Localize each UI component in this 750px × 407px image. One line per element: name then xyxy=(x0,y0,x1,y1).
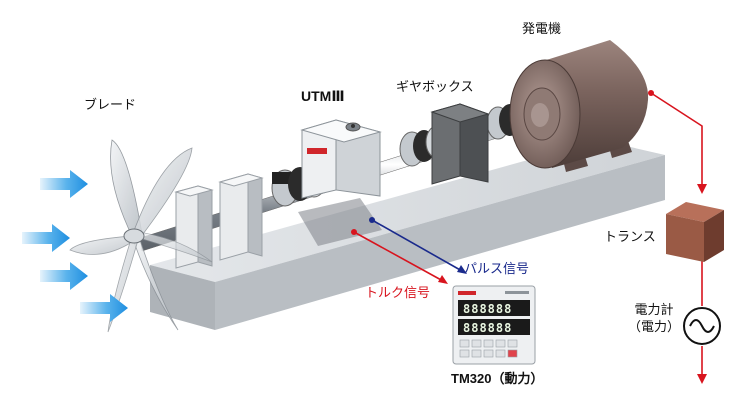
transformer-label: トランス xyxy=(604,230,656,245)
blade-label: ブレード xyxy=(84,98,137,113)
wattmeter-label-line1: 電力計 xyxy=(634,303,674,318)
bearing-block-left xyxy=(174,185,214,269)
pulse-signal-line xyxy=(369,217,467,274)
wattmeter-label-line2: （電力） xyxy=(627,320,680,335)
wind-arrow-icon xyxy=(80,294,128,322)
power-line xyxy=(648,90,707,384)
pulse-signal-label: パルス信号 xyxy=(464,262,530,277)
wind-arrow-icon xyxy=(40,170,88,198)
wind-arrow-icon xyxy=(22,224,70,252)
transformer-box xyxy=(666,202,724,262)
sensor-label: UTMⅢ xyxy=(301,88,345,104)
generator-label: 発電機 xyxy=(522,22,562,37)
test-bed xyxy=(150,140,665,330)
display-unit-label: TM320（動力） xyxy=(451,371,544,386)
torque-signal-line xyxy=(351,229,448,284)
wind-arrow-icon xyxy=(40,262,88,290)
sensor-shadow xyxy=(298,198,382,246)
tm320-display-unit: 888888 888888 xyxy=(452,285,536,365)
wind-arrows xyxy=(22,170,128,322)
torque-signal-label: トルク信号 xyxy=(365,286,431,301)
bearing-block-right xyxy=(218,173,264,261)
generator-body xyxy=(509,40,649,172)
gearbox-label: ギヤボックス xyxy=(396,80,474,95)
ac-wave-icon xyxy=(683,307,721,345)
gearbox-body xyxy=(430,103,490,185)
svg-text:888888: 888888 xyxy=(463,302,512,316)
torque-sensor-body xyxy=(300,119,382,199)
svg-text:888888: 888888 xyxy=(463,321,512,335)
